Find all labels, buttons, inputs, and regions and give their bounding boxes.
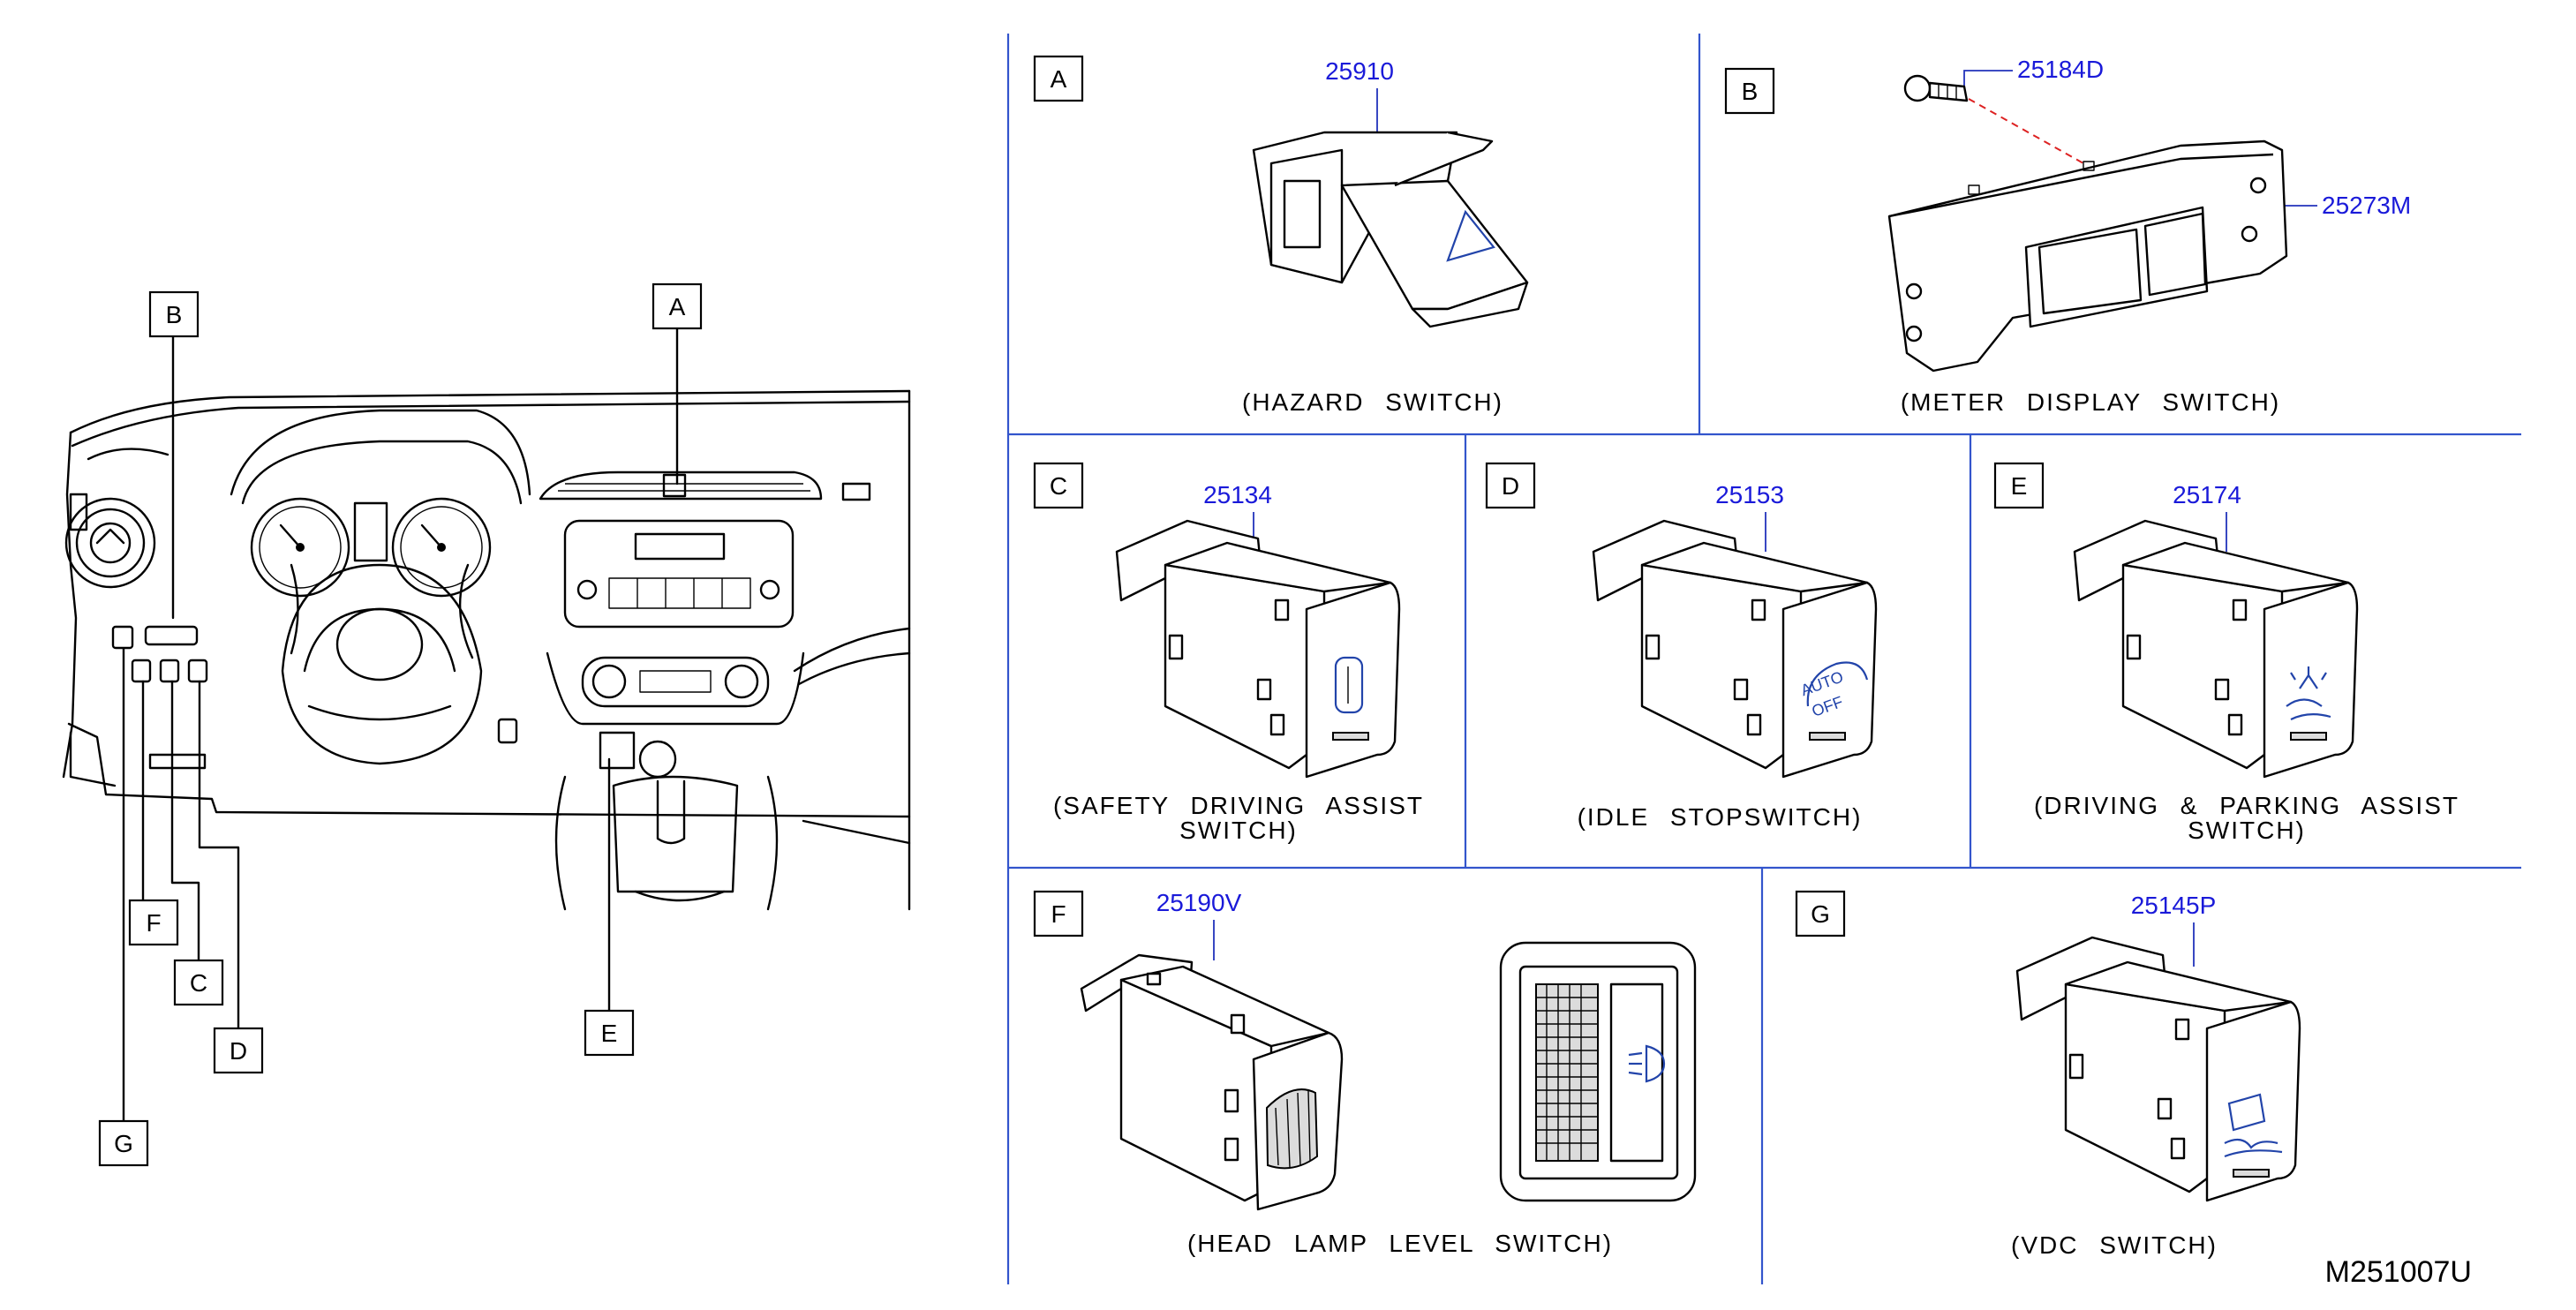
panel-e-caption-line2: SWITCH) (2188, 817, 2306, 844)
panel-c-part-number: 25134 (1203, 481, 1272, 508)
dashboard-overview (62, 389, 911, 911)
panel-f-caption: (HEAD LAMP LEVEL SWITCH) (1187, 1230, 1613, 1257)
panel-b-letter: B (1742, 78, 1759, 105)
meter-display-switch (1887, 139, 2288, 373)
panel-a-letter: A (1051, 65, 1067, 93)
panel-f: F 25190V (HEAD LAMP (1033, 889, 1697, 1257)
screw (1903, 74, 1969, 102)
callout-g-label: G (114, 1130, 133, 1157)
panel-b-part-number-screw: 25184D (2017, 56, 2104, 83)
panel-b-caption: (METER DISPLAY SWITCH) (1901, 388, 2280, 416)
panel-g-letter: G (1811, 900, 1830, 928)
head-lamp-level-switch-front (1499, 941, 1697, 1202)
panel-a-part-number: 25910 (1325, 57, 1394, 85)
panel-c: C 25134 (SAFETY DRIVING ASSIST SWITCH) (1033, 462, 1424, 844)
instrument-cluster (250, 497, 492, 598)
panel-c-letter: C (1050, 472, 1067, 500)
panel-g-caption: (VDC SWITCH) (2011, 1231, 2218, 1259)
panel-g-part-number: 25145P (2131, 892, 2217, 919)
panel-a: A 25910 (HAZARD SWITCH) (1033, 55, 1529, 416)
callout-a-label: A (669, 293, 686, 320)
audio-unit (563, 519, 795, 629)
panel-b-part-number-switch: 25273M (2322, 192, 2411, 219)
overview-callouts: A B C D E F G (98, 282, 703, 1167)
callout-e-label: E (601, 1020, 618, 1047)
panel-g: G 25145P (VDC SWITCH) (1795, 890, 2301, 1259)
safety-driving-assist-switch (1115, 519, 1401, 779)
panel-e: E 25174 (DRIVING & PARKING ASSIST SWITCH… (1993, 462, 2459, 844)
idle-stop-switch: AUTO OFF (1592, 519, 1878, 779)
panel-d: D 25153 AUTO OFF (IDLE STOPSWITCH) (1485, 462, 1878, 831)
panel-d-part-number: 25153 (1715, 481, 1784, 508)
panel-dividers (1006, 34, 2521, 1284)
left-vent (64, 493, 156, 589)
panel-c-caption-line1: (SAFETY DRIVING ASSIST (1053, 792, 1424, 819)
hazard-switch (1252, 131, 1529, 328)
panel-e-part-number: 25174 (2173, 481, 2241, 508)
center-console (546, 651, 805, 911)
panel-f-letter: F (1051, 900, 1066, 928)
callout-b-label: B (166, 301, 183, 328)
panel-a-caption: (HAZARD SWITCH) (1242, 388, 1503, 416)
head-lamp-level-switch-side (1080, 953, 1344, 1211)
panel-f-part-number: 25190V (1156, 889, 1242, 916)
driving-parking-assist-switch (2073, 519, 2359, 779)
figure-code: M251007U (2325, 1255, 2472, 1289)
panel-d-letter: D (1502, 472, 1519, 500)
center-vent (539, 471, 871, 501)
panel-b: B 25184D 25273M (METER DISPLAY SWITCH) (1724, 56, 2411, 416)
steering-wheel (281, 563, 518, 765)
panel-e-letter: E (2011, 472, 2028, 500)
callout-d-label: D (230, 1037, 247, 1065)
vdc-switch (2015, 936, 2301, 1202)
panel-c-caption-line2: SWITCH) (1179, 817, 1298, 844)
callout-c-label: C (190, 969, 207, 997)
panel-d-caption: (IDLE STOPSWITCH) (1578, 803, 1863, 831)
panel-e-caption-line1: (DRIVING & PARKING ASSIST (2034, 792, 2459, 819)
callout-f-label: F (146, 909, 161, 937)
climate-panel (581, 656, 770, 708)
